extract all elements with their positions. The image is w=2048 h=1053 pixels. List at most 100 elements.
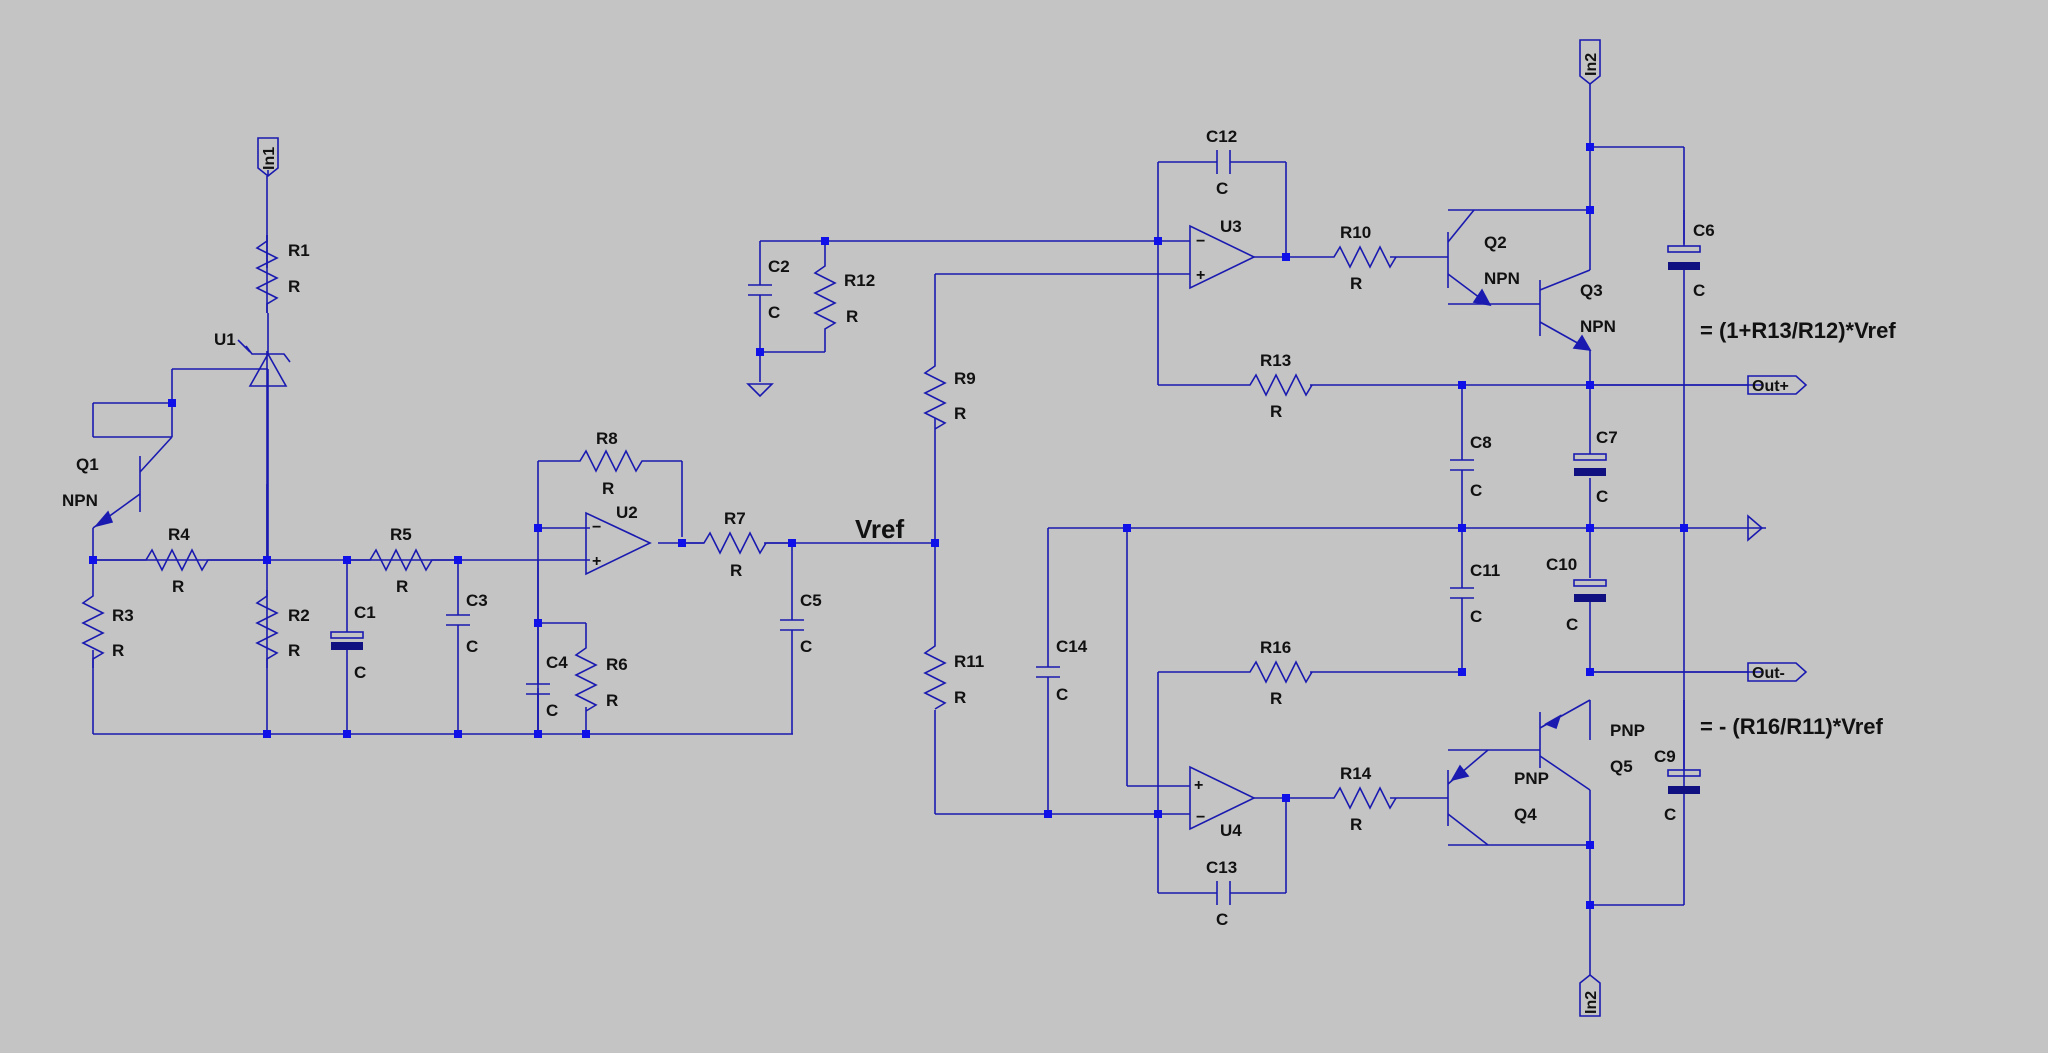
U4-ref: U4 bbox=[1220, 821, 1242, 840]
R2-ref: R2 bbox=[288, 606, 310, 625]
Q2-value: NPN bbox=[1484, 269, 1520, 288]
R12-value: R bbox=[846, 307, 858, 326]
capacitor-C10[interactable]: C10 C bbox=[1546, 555, 1607, 634]
ground-symbol bbox=[746, 383, 774, 398]
port-in2-top-label: In2 bbox=[1583, 53, 1600, 76]
port-out-minus[interactable]: Out- bbox=[1747, 662, 1808, 682]
R13-ref: R13 bbox=[1260, 351, 1291, 370]
R6-value: R bbox=[606, 691, 618, 710]
capacitor-C6[interactable]: C6 C bbox=[1667, 210, 1715, 300]
U3-minus-pin: − bbox=[1196, 233, 1205, 250]
R8-value: R bbox=[602, 479, 614, 498]
C2-value: C bbox=[768, 303, 780, 322]
R10-ref: R10 bbox=[1340, 223, 1371, 242]
U4-plus-pin: + bbox=[1194, 777, 1203, 794]
capacitor-C7[interactable]: C7 C bbox=[1573, 428, 1618, 506]
junction-dots bbox=[89, 143, 1688, 909]
R11-value: R bbox=[954, 688, 966, 707]
R2-value: R bbox=[288, 641, 300, 660]
C5-value: C bbox=[800, 637, 812, 656]
resistor-R13[interactable]: R13 R bbox=[1246, 351, 1313, 421]
C11-ref: C11 bbox=[1470, 561, 1500, 580]
Q5-value: PNP bbox=[1610, 721, 1645, 740]
R8-ref: R8 bbox=[596, 429, 618, 448]
capacitor-C11[interactable]: C11 C bbox=[1450, 561, 1500, 626]
Q4-ref: Q4 bbox=[1514, 805, 1537, 824]
capacitor-C2[interactable]: C2 C bbox=[748, 257, 790, 322]
resistor-R8[interactable]: R8 R bbox=[576, 429, 648, 498]
C5-ref: C5 bbox=[800, 591, 822, 610]
opamp-U4[interactable]: + − U4 bbox=[1189, 765, 1256, 840]
resistor-R12[interactable]: R12 R bbox=[813, 262, 875, 338]
resistor-R4[interactable]: R4 R bbox=[93, 525, 267, 596]
transistor-Q1[interactable]: Q1 NPN bbox=[62, 436, 173, 529]
port-in1[interactable]: In1 bbox=[257, 137, 279, 178]
capacitor-C9[interactable]: C9 C bbox=[1654, 700, 1701, 824]
transistor-Q2[interactable]: Q2 NPN bbox=[1430, 209, 1520, 307]
C1-value: C bbox=[354, 663, 366, 682]
capacitor-C14[interactable]: C14 C bbox=[1036, 637, 1088, 704]
regulator-U1[interactable]: U1 bbox=[214, 313, 291, 560]
capacitor-C8[interactable]: C8 C bbox=[1450, 433, 1492, 500]
port-out-plus[interactable]: Out+ bbox=[1747, 375, 1808, 395]
equation-out-minus: = - (R16/R11)*Vref bbox=[1700, 714, 1883, 739]
capacitor-C5[interactable]: C5 C bbox=[780, 591, 822, 656]
port-in2-top[interactable]: In2 bbox=[1579, 39, 1601, 86]
cap-leads bbox=[1461, 458, 1463, 606]
transistor-Q3[interactable]: Q3 NPN bbox=[1539, 269, 1616, 351]
U2-ref: U2 bbox=[616, 503, 638, 522]
capacitor-C12[interactable]: C12 C bbox=[1206, 127, 1237, 198]
C14-ref: C14 bbox=[1056, 637, 1088, 656]
C9-ref: C9 bbox=[1654, 747, 1676, 766]
port-out-plus-label: Out+ bbox=[1752, 378, 1789, 395]
Q5-ref: Q5 bbox=[1610, 757, 1633, 776]
resistor-R16[interactable]: R16 R bbox=[1246, 638, 1313, 708]
capacitor-C1[interactable]: C1 C bbox=[330, 603, 376, 682]
port-in2-bottom[interactable]: In2 bbox=[1579, 973, 1601, 1017]
R11-ref: R11 bbox=[954, 652, 984, 671]
C9-value: C bbox=[1664, 805, 1676, 824]
R4-value: R bbox=[172, 577, 184, 596]
capacitor-C13[interactable]: C13 C bbox=[1206, 858, 1237, 929]
C6-value: C bbox=[1693, 281, 1705, 300]
transistor-Q4[interactable]: PNP Q4 bbox=[1430, 749, 1549, 846]
resistor-R6[interactable]: R6 R bbox=[574, 644, 628, 712]
ground-arrow-right bbox=[1747, 514, 1764, 542]
C11-value: C bbox=[1470, 607, 1482, 626]
resistor-R9[interactable]: R9 R bbox=[923, 360, 976, 430]
Q1-value: NPN bbox=[62, 491, 98, 510]
resistor-R1[interactable]: R1 R bbox=[255, 235, 310, 313]
C4-value: C bbox=[546, 701, 558, 720]
opamp-U3[interactable]: − + U3 bbox=[1189, 217, 1256, 290]
equation-out-plus: = (1+R13/R12)*Vref bbox=[1700, 318, 1896, 343]
resistor-R3[interactable]: R3 R bbox=[81, 590, 134, 668]
U3-plus-pin: + bbox=[1196, 267, 1205, 284]
C8-ref: C8 bbox=[1470, 433, 1492, 452]
resistor-R14[interactable]: R14 R bbox=[1330, 764, 1397, 834]
resistor-R2[interactable]: R2 R bbox=[255, 590, 310, 668]
capacitor-C3[interactable]: C3 C bbox=[446, 591, 488, 656]
C10-value: C bbox=[1566, 615, 1578, 634]
C1-ref: C1 bbox=[354, 603, 376, 622]
R7-value: R bbox=[730, 561, 742, 580]
resistor-R11[interactable]: R11 R bbox=[923, 640, 984, 710]
R9-ref: R9 bbox=[954, 369, 976, 388]
R13-value: R bbox=[1270, 402, 1282, 421]
C12-value: C bbox=[1216, 179, 1228, 198]
R1-value: R bbox=[288, 277, 300, 296]
C3-ref: C3 bbox=[466, 591, 488, 610]
transistor-Q5[interactable]: PNP Q5 bbox=[1539, 699, 1645, 791]
capacitor-C4[interactable]: C4 C bbox=[526, 624, 568, 734]
resistor-R7[interactable]: R7 R bbox=[682, 509, 792, 580]
C13-ref: C13 bbox=[1206, 858, 1237, 877]
opamp-U2[interactable]: − + U2 bbox=[585, 503, 652, 576]
Q4-value: PNP bbox=[1514, 769, 1549, 788]
C7-value: C bbox=[1596, 487, 1608, 506]
C4-ref: C4 bbox=[546, 653, 568, 672]
resistor-R5[interactable]: R5 R bbox=[347, 525, 458, 596]
C13-value: C bbox=[1216, 910, 1228, 929]
R14-ref: R14 bbox=[1340, 764, 1372, 783]
R12-ref: R12 bbox=[844, 271, 875, 290]
resistor-R10[interactable]: R10 R bbox=[1330, 223, 1397, 293]
